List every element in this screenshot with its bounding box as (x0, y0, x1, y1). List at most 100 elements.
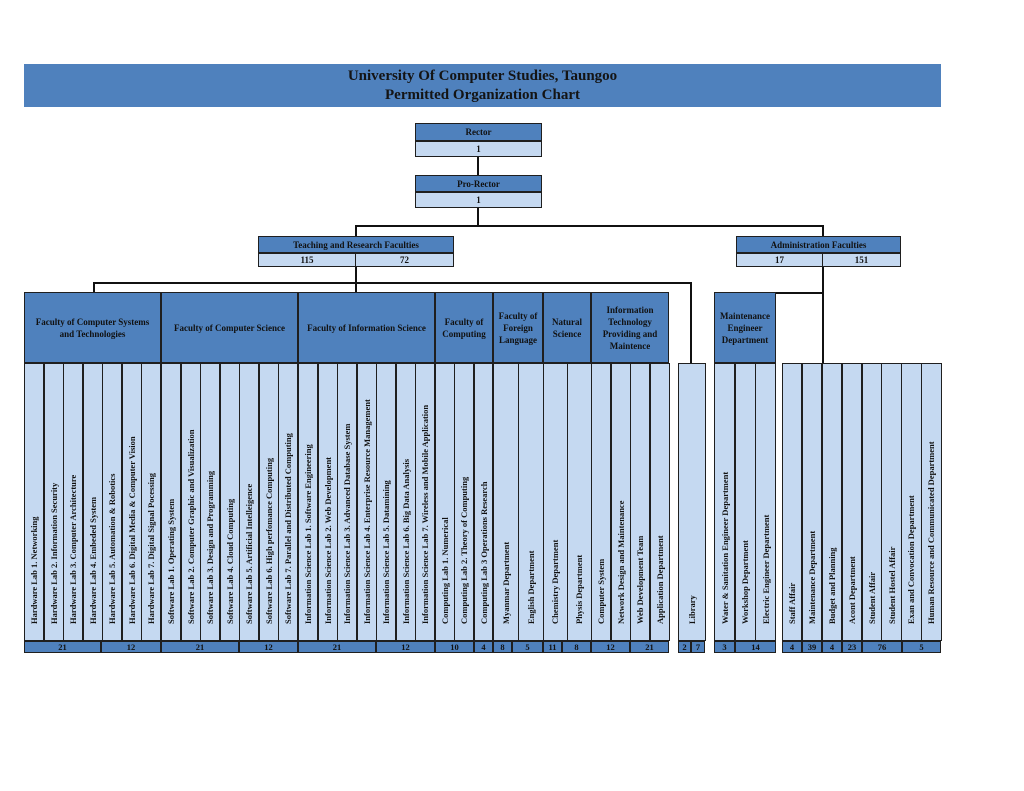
rector-box: Rector (415, 123, 542, 141)
unit-label: Chemistry Department (550, 539, 561, 624)
unit-column: Software Lab 4. Cloud Computing (219, 363, 240, 641)
unit-label: Information Science Lab 6. Big Data Anal… (400, 458, 411, 624)
unit-label: Software Lab 7. Parallel and Distributed… (283, 433, 294, 624)
unit-label: Application Department (654, 535, 665, 624)
count-cell: 76 (862, 641, 902, 653)
pro-rector-label: Pro-Rector (457, 178, 500, 189)
unit-label: Computer System (596, 558, 606, 624)
count-cell: 3 (714, 641, 735, 653)
rector-count-value: 1 (476, 144, 481, 154)
count-cell: 2 (678, 641, 691, 653)
unit-label: Hardware Lab 7. Digital Signal Pocessing (146, 473, 157, 624)
count-cell: 12 (101, 641, 161, 653)
unit-label: Network Design and Maintenance (615, 500, 626, 624)
unit-column: Information Science Lab 2. Web Developme… (317, 363, 338, 641)
unit-column: English Department (518, 363, 544, 641)
unit-label: Acont Department (846, 556, 857, 624)
pro-rector-count-value: 1 (476, 195, 481, 205)
count-cell: 23 (842, 641, 862, 653)
count-cell: 5 (902, 641, 941, 653)
faculty-name: Natural Science (552, 316, 582, 339)
connector (93, 282, 95, 292)
count-cell: 5 (512, 641, 543, 653)
unit-label: Hardware Lab 5. Automation & Robotics (107, 473, 118, 625)
count-cell: 8 (493, 641, 512, 653)
unit-label: Software Lab 1. Operating System (166, 498, 177, 624)
connector (355, 282, 691, 284)
chart-subtitle: Permitted Organization Chart (385, 87, 580, 103)
unit-label: Computing Lab 2. Theory of Computing (459, 476, 470, 624)
count-cell: 39 (802, 641, 822, 653)
unit-column: Computing Lab 2. Theory of Computing (454, 363, 475, 641)
unit-column: Software Lab 1. Operating System (161, 363, 182, 641)
unit-column: Water & Sanitation Engineer Department (714, 363, 736, 641)
unit-label: Software Lab 6. High perfomance Computin… (263, 457, 274, 624)
unit-column: Electric Engineer Department (755, 363, 777, 641)
unit-column: Budget and Planning (821, 363, 843, 641)
unit-column: Hardware Lab 5. Automation & Robotics (102, 363, 123, 641)
unit-label: Physis Department (574, 554, 585, 624)
connector (690, 282, 692, 363)
teaching-count-a: 115 (258, 253, 356, 267)
admin-faculties-box: Administration Faculties (736, 236, 901, 253)
unit-label: Hardware Lab 3. Computer Architecture (68, 474, 79, 624)
unit-column: Library (678, 363, 706, 641)
unit-column: Information Science Lab 1. Software Engi… (298, 363, 319, 641)
faculty-name: Faculty of Computer Science (173, 322, 286, 333)
unit-label: Information Science Lab 7. Wireless and … (420, 404, 431, 624)
unit-label: Exan and Convocation Department (906, 495, 917, 624)
count-cell: 12 (591, 641, 630, 653)
count-cell: 7 (691, 641, 705, 653)
unit-label: English Department (525, 550, 536, 624)
unit-column: Myanmar Department (493, 363, 519, 641)
count-cell: 10 (435, 641, 474, 653)
teaching-count-a-value: 115 (300, 255, 314, 265)
unit-column: Software Lab 3. Design and Programming (200, 363, 221, 641)
unit-column: Hardware Lab 3. Computer Architecture (63, 363, 84, 641)
unit-column: Student Affair (861, 363, 882, 641)
faculty-computer-systems-header: Faculty of Computer Systems and Technolo… (24, 292, 161, 363)
unit-column: Information Science Lab 7. Wireless and … (415, 363, 436, 641)
faculty-name: Information Technology Providing and Mai… (602, 304, 658, 351)
count-cell: 12 (239, 641, 298, 653)
unit-column: Human Resource and Communicated Departme… (921, 363, 942, 641)
unit-label: Software Lab 2. Computer Graphic and Vis… (185, 429, 196, 625)
unit-label: Myanmar Department (500, 541, 511, 624)
teaching-count-b-value: 72 (400, 255, 409, 265)
unit-column: Information Science Lab 5. Datamining (376, 363, 397, 641)
count-cell: 4 (822, 641, 842, 653)
rector-label: Rector (465, 127, 492, 137)
unit-label: Software Lab 3. Design and Programming (205, 470, 216, 624)
admin-count-a: 17 (736, 253, 823, 267)
unit-label: Water & Sanitation Engineer Department (719, 471, 730, 624)
connector (477, 157, 479, 175)
connector (355, 225, 823, 227)
pro-rector-box: Pro-Rector (415, 175, 542, 192)
count-cell: 8 (562, 641, 591, 653)
count-cell: 4 (474, 641, 493, 653)
faculty-name: Maintenance Engineer Department (720, 310, 770, 345)
faculty-name: Faculty of Computer Systems and Technolo… (35, 316, 150, 339)
unit-column: Staff Affair (782, 363, 803, 641)
unit-label: Hardware Lab 4. Embeded System (87, 496, 98, 624)
connector (355, 225, 357, 236)
unit-label: Workshop Department (740, 540, 751, 624)
unit-column: Hardware Lab 1. Networking (24, 363, 45, 641)
unit-label: Student Hostel Affair (886, 546, 897, 624)
unit-label: Maintenance Department (807, 530, 818, 624)
pro-rector-count: 1 (415, 192, 542, 208)
connector (745, 292, 823, 294)
unit-column: Hardware Lab 2. Information Security (43, 363, 64, 641)
faculty-information-science-header: Faculty of Information Science (298, 292, 435, 363)
unit-column: Computer System (591, 363, 611, 641)
count-cell: 12 (376, 641, 435, 653)
unit-label: Hardware Lab 6. Digital Media & Computer… (126, 436, 137, 624)
unit-column: Software Lab 2. Computer Graphic and Vis… (180, 363, 201, 641)
count-cell: 21 (630, 641, 669, 653)
unit-column: Software Lab 5. Artificial Intelleigence (239, 363, 260, 641)
unit-column: Web Development Team (630, 363, 650, 641)
unit-column: Hardware Lab 6. Digital Media & Computer… (121, 363, 142, 641)
admin-count-a-value: 17 (775, 255, 784, 265)
unit-column: Acont Department (841, 363, 862, 641)
faculty-computer-science-header: Faculty of Computer Science (161, 292, 298, 363)
